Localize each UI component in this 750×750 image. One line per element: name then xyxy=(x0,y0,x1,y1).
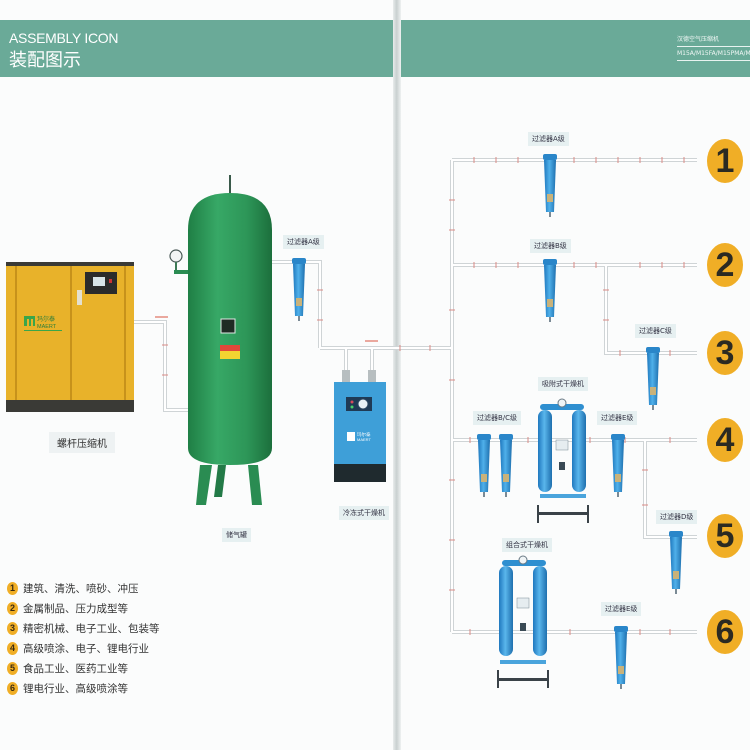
badge-4: 4 xyxy=(707,418,743,462)
legend-number: 4 xyxy=(7,641,18,655)
legend-item: 1 建筑、清洗、喷砂、冲压 xyxy=(7,578,160,598)
compressor-brand-en: MAERT xyxy=(37,324,57,330)
legend-text: 锂电行业、高级喷涂等 xyxy=(23,682,128,695)
legend-item: 3 精密机械、电子工业、包装等 xyxy=(7,618,160,638)
badge-5: 5 xyxy=(707,514,743,558)
label-adsorption-dryer: 吸附式干燥机 xyxy=(538,377,588,391)
screw-compressor-illustration: 玛尔泰 MAERT xyxy=(6,262,134,412)
page-gutter xyxy=(393,0,401,750)
label-filter-line6-e: 过滤器E级 xyxy=(601,602,642,616)
label-filter-line4-e: 过滤器E级 xyxy=(597,411,638,425)
filter-line4-c xyxy=(499,434,513,497)
pipe-compressor-tank xyxy=(128,320,188,412)
legend-text: 高级喷涂、电子、锂电行业 xyxy=(23,642,149,655)
legend-number: 6 xyxy=(7,681,18,695)
combined-dryer-illustration xyxy=(497,555,549,688)
legend-item: 2 金属制品、压力成型等 xyxy=(7,598,160,618)
label-refrigerated-dryer: 冷冻式干燥机 xyxy=(339,506,389,520)
badge-1: 1 xyxy=(707,139,743,183)
badge-6: 6 xyxy=(707,610,743,654)
maert-logo-compressor xyxy=(24,316,62,331)
refrigerated-dryer-illustration: 玛尔泰 MAERT xyxy=(334,370,386,482)
header-right-line2: M15A/M15FA/M15PMA/M20 xyxy=(677,47,750,61)
legend-number: 2 xyxy=(7,601,18,615)
legend-text: 金属制品、压力成型等 xyxy=(23,602,128,615)
label-combined-dryer: 组合式干燥机 xyxy=(502,538,552,552)
filter-line3-c xyxy=(646,347,660,410)
filter-line5-d xyxy=(669,531,683,594)
badge-3: 3 xyxy=(707,331,743,375)
header-band xyxy=(0,20,750,77)
adsorption-dryer-illustration xyxy=(537,398,589,523)
air-tank-illustration xyxy=(169,175,272,505)
legend-item: 5 食品工业、医药工业等 xyxy=(7,658,160,678)
dryer-brand-en: MAERT xyxy=(357,437,371,442)
legend-item: 6 锂电行业、高级喷涂等 xyxy=(7,678,160,698)
label-screw-compressor: 螺杆压缩机 xyxy=(49,432,115,453)
filter-line2-b xyxy=(543,259,557,322)
compressor-brand-cn: 玛尔泰 xyxy=(37,315,55,323)
dryer-brand-cn: 玛尔泰 xyxy=(357,431,371,438)
pipe-joints xyxy=(162,157,685,635)
title-chinese: 装配图示 xyxy=(9,50,81,71)
filter-line1-a xyxy=(543,154,557,217)
label-filter-line5-d: 过滤器D级 xyxy=(656,510,698,524)
legend-item: 4 高级喷涂、电子、锂电行业 xyxy=(7,638,160,658)
filter-line4-b xyxy=(477,434,491,497)
filter-main-a xyxy=(292,258,306,321)
legend-number: 1 xyxy=(7,581,18,595)
header-right-line1: 汉德空气压缩机 xyxy=(677,34,750,47)
legend-text: 精密机械、电子工业、包装等 xyxy=(23,622,160,635)
legend-text: 建筑、清洗、喷砂、冲压 xyxy=(23,582,139,595)
label-air-tank: 储气罐 xyxy=(222,528,251,542)
legend-text: 食品工业、医药工业等 xyxy=(23,662,128,675)
label-filter-line4-bc: 过滤器B/C级 xyxy=(473,411,522,425)
label-filter-line3-c: 过滤器C级 xyxy=(635,324,676,338)
header-right-info: 汉德空气压缩机 M15A/M15FA/M15PMA/M20 xyxy=(677,34,750,61)
filter-line4-e xyxy=(611,434,625,497)
label-filter-line2-b: 过滤器B级 xyxy=(530,239,571,253)
legend-number: 5 xyxy=(7,661,18,675)
label-filter-line1-a: 过滤器A级 xyxy=(528,132,569,146)
label-filter-main-a: 过滤器A级 xyxy=(283,235,324,249)
title-english: ASSEMBLY ICON xyxy=(9,30,119,46)
legend-number: 3 xyxy=(7,621,18,635)
filter-line6-e xyxy=(614,626,628,689)
badge-2: 2 xyxy=(707,243,743,287)
pipe-line-3 xyxy=(604,265,697,355)
